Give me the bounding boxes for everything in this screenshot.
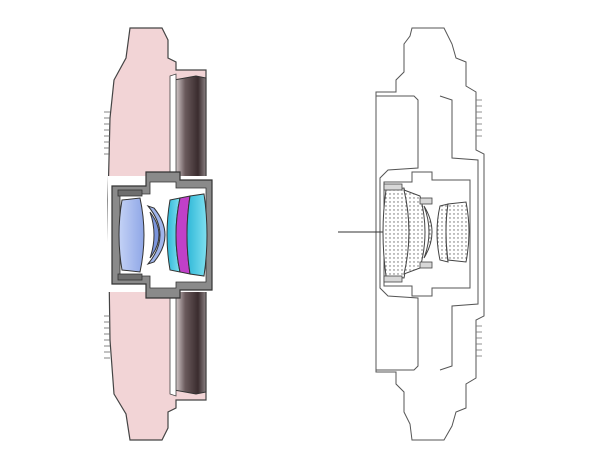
outline-lens-element-5 xyxy=(445,201,470,263)
color-lens-cross-section xyxy=(104,27,213,441)
outline-ring-mid-top xyxy=(419,197,433,205)
outline-inner-bore xyxy=(376,95,419,371)
outline-ring-top xyxy=(383,183,403,191)
lens-element-5 xyxy=(186,193,208,277)
retaining-ring-top xyxy=(117,189,143,197)
outline-lens-element-1 xyxy=(382,187,410,279)
outline-ring-mid-bottom xyxy=(419,261,433,269)
outline-knurl-marks xyxy=(476,99,482,357)
lens-element-2 xyxy=(149,211,160,259)
outline-step-right xyxy=(439,95,479,371)
outline-lens-element-3 xyxy=(423,205,433,259)
lens-element-1 xyxy=(118,197,145,273)
outline-lens-cross-section xyxy=(338,27,485,441)
knurl-marks xyxy=(104,111,110,359)
lens-element-2b xyxy=(146,204,166,266)
retaining-ring-bottom xyxy=(117,273,143,281)
outline-ring-bottom xyxy=(383,275,403,283)
outline-lens-element-2 xyxy=(403,189,426,275)
